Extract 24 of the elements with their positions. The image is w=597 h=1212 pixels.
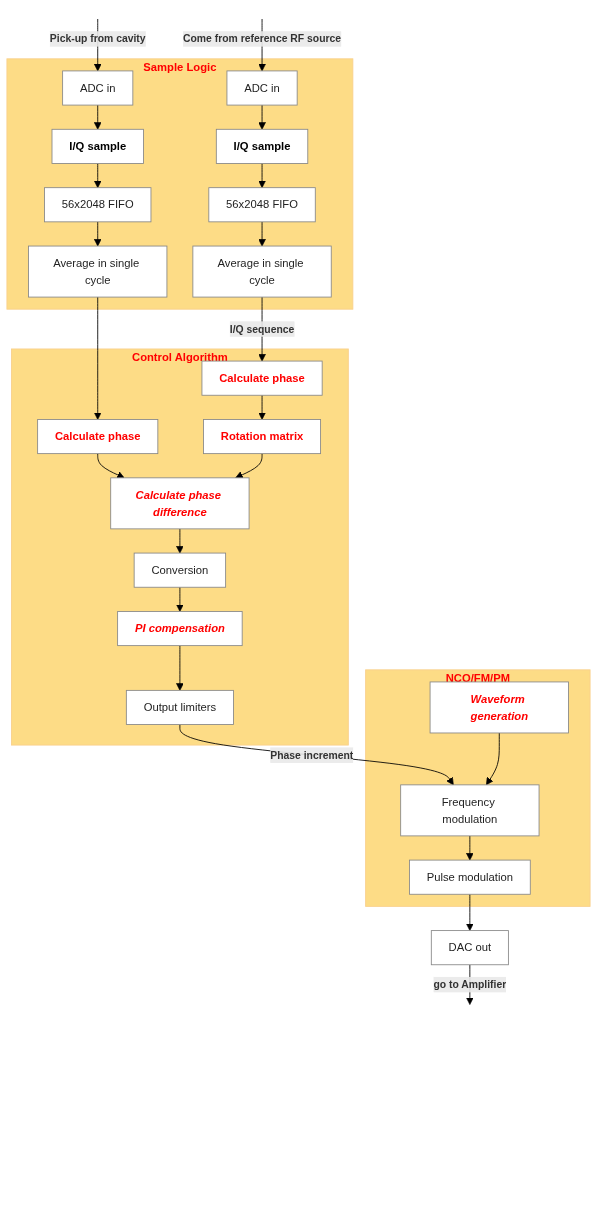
node-box: Rotation matrix bbox=[203, 419, 321, 455]
node-box: Frequency modulation bbox=[400, 784, 540, 837]
node-box: 56x2048 FIFO bbox=[44, 187, 152, 223]
node-box: DAC out bbox=[430, 930, 509, 966]
node-box: ADC in bbox=[226, 70, 298, 106]
node-box: Calculate phase bbox=[201, 360, 323, 396]
edge-label: go to Amplifier bbox=[433, 978, 507, 991]
edge-label: Phase increment bbox=[270, 749, 354, 762]
edge-label: Pick-up from cavity bbox=[49, 32, 146, 45]
node-box: Average in single cycle bbox=[192, 245, 332, 298]
node-box: Average in single cycle bbox=[28, 245, 168, 298]
node-box: PI compensation bbox=[117, 611, 243, 647]
node-box: I/Q sample bbox=[215, 128, 309, 164]
node-box: ADC in bbox=[62, 70, 134, 106]
node-box: Pulse modulation bbox=[409, 859, 531, 895]
node-box: Conversion bbox=[133, 552, 227, 588]
node-box: Calculate phase bbox=[37, 419, 159, 455]
node-box: I/Q sample bbox=[51, 128, 144, 164]
edge-label: I/Q sequence bbox=[229, 323, 295, 336]
edge-label: Come from reference RF source bbox=[183, 32, 342, 45]
node-box: Output limiters bbox=[125, 689, 234, 725]
node-box: Calculate phase difference bbox=[110, 477, 250, 530]
node-box: 56x2048 FIFO bbox=[208, 187, 316, 223]
node-box: Waveform generation bbox=[429, 681, 569, 734]
